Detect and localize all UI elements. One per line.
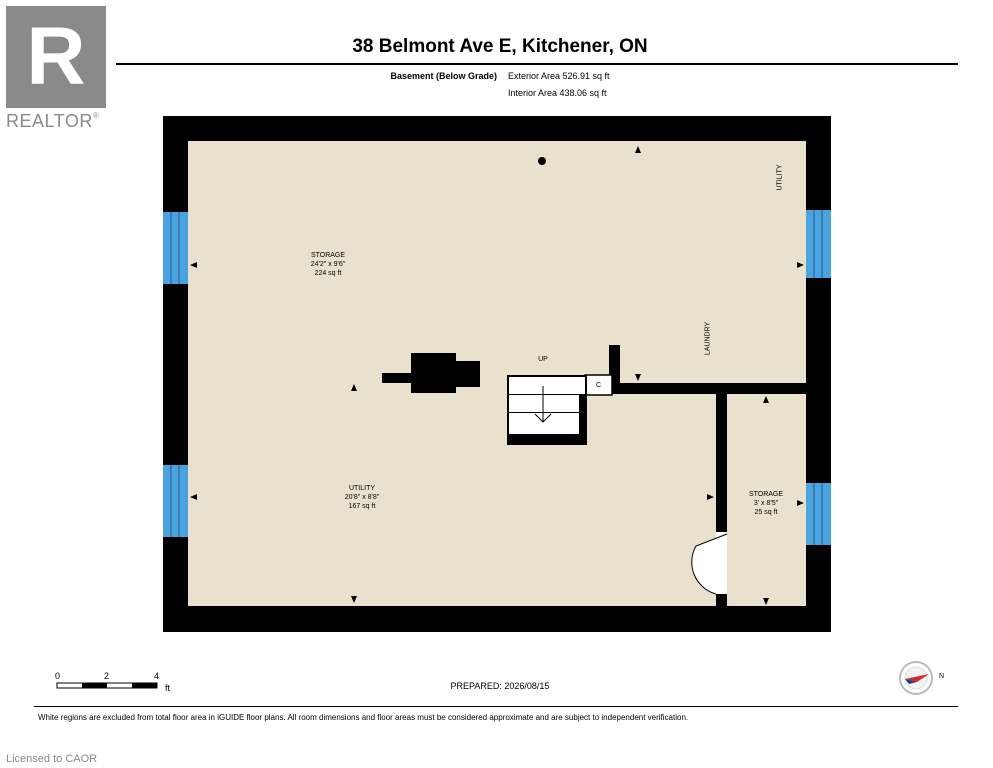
window-east-upper — [806, 210, 831, 278]
prepared-date: PREPARED: 2026/08/15 — [450, 681, 550, 691]
dimension-marker-icon — [351, 596, 357, 603]
page-title: 38 Belmont Ave E, Kitchener, ON — [352, 36, 648, 57]
laundry-label: LAUNDRY — [704, 321, 712, 356]
room-name: UTILITY — [348, 485, 376, 492]
logo-letter: R — [26, 11, 85, 102]
level-name: Basement (Below Grade) — [390, 71, 497, 81]
room-dims: 20'8" x 8'8" — [344, 494, 380, 501]
title-divider — [116, 63, 958, 65]
exterior-area: Exterior Area 526.91 sq ft — [508, 71, 610, 81]
stair-step — [509, 395, 579, 412]
room-name: STORAGE — [310, 252, 346, 259]
scale-bar — [56, 682, 158, 689]
dimension-marker-icon — [763, 598, 769, 605]
window-west-lower — [163, 465, 188, 537]
utility-label: UTILITY — [776, 164, 784, 191]
dimension-marker-icon — [190, 494, 197, 500]
outer-wall — [163, 116, 831, 632]
room-storage-main: STORAGE 24'2" x 9'6" 224 sq ft — [288, 251, 368, 278]
room-area: 224 sq ft — [314, 270, 342, 277]
window-east-lower — [806, 483, 831, 545]
disclaimer: White regions are excluded from total fl… — [38, 713, 689, 722]
furnace-pipe — [382, 373, 412, 383]
room-utility-main: UTILITY 20'8" x 8'8" 167 sq ft — [322, 484, 402, 511]
dimension-marker-icon — [797, 262, 804, 268]
scale-tick-4: 4 — [154, 671, 160, 681]
dimension-marker-icon — [635, 146, 641, 153]
license-text: Licensed to CAOR — [6, 753, 98, 765]
closet-wall — [609, 345, 620, 385]
room-area: 167 sq ft — [348, 503, 376, 510]
room-dims: 24'2" x 9'6" — [310, 261, 346, 268]
door-swing-icon — [691, 533, 728, 595]
scale-tick-0: 0 — [55, 671, 61, 681]
room-area: 25 sq ft — [754, 509, 778, 516]
interior-area: Interior Area 438.06 sq ft — [508, 88, 607, 98]
stair-step — [509, 377, 585, 394]
realtor-logo: R — [6, 6, 106, 108]
door-opening — [716, 532, 727, 594]
furnace-duct — [456, 361, 480, 387]
floor-drain — [538, 157, 546, 165]
realtor-wordmark: REALTOR® — [6, 111, 99, 132]
interior-wall-vertical-lower — [716, 594, 727, 606]
compass-icon: N — [899, 661, 944, 695]
dimension-marker-icon — [190, 262, 197, 268]
floor-area — [188, 141, 806, 606]
dimension-marker-icon — [635, 374, 641, 381]
interior-wall-vertical-upper — [716, 394, 727, 532]
furnace — [411, 353, 456, 393]
room-dims: 3' x 8'5" — [753, 500, 779, 507]
dimension-marker-icon — [763, 396, 769, 403]
dimension-marker-icon — [707, 494, 714, 500]
room-name: STORAGE — [748, 491, 784, 498]
stairs-outline — [507, 375, 587, 445]
scale-tick-2: 2 — [104, 671, 110, 681]
stair-arrow-head — [534, 413, 552, 423]
compass-north: N — [939, 673, 944, 680]
dimension-marker-icon — [797, 500, 804, 506]
room-storage-small: STORAGE 3' x 8'5" 25 sq ft — [736, 490, 796, 517]
stair-step — [509, 413, 579, 434]
wordmark-text: REALTOR — [6, 111, 93, 131]
scale-unit: ft — [165, 683, 171, 693]
interior-wall-horizontal — [606, 383, 806, 394]
closet-label: C — [595, 382, 602, 389]
trademark-symbol: ® — [92, 111, 100, 120]
footer-divider — [34, 706, 958, 707]
storage-bottom-wall — [727, 606, 806, 608]
window-west-upper — [163, 212, 188, 284]
stairs-label: UP — [538, 356, 548, 363]
dimension-marker-icon — [351, 384, 357, 391]
